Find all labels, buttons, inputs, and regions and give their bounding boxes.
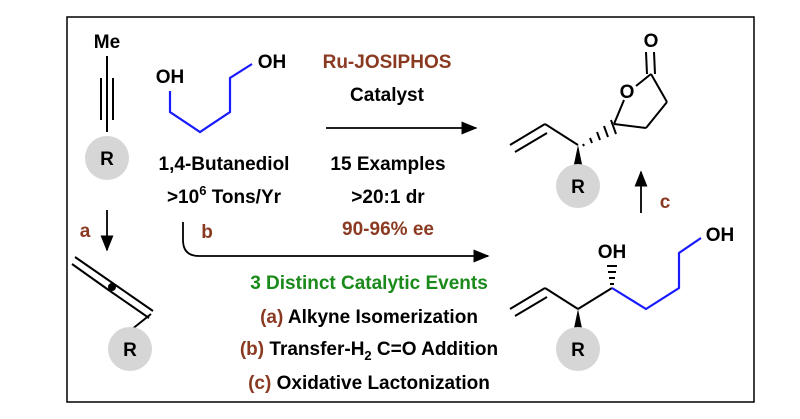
event-c: (c) Oxidative Lactonization <box>248 373 490 394</box>
catalyst-word: Catalyst <box>350 85 425 106</box>
arrow-b <box>182 222 490 263</box>
r-group-circle <box>85 136 129 180</box>
lactone-r-label: R <box>571 177 585 198</box>
event-a: (a) Alkyne Isomerization <box>260 307 478 328</box>
alkyne-r-label: R <box>100 149 114 170</box>
diol-product-oh-primary: OH <box>706 225 735 246</box>
diol-oh-right: OH <box>258 52 287 73</box>
diol-product-r-circle <box>556 327 600 371</box>
lactone-structure: R O O <box>509 31 668 208</box>
event-b: (b) Transfer-H2 C=O Addition <box>240 339 498 363</box>
allene-structure: R <box>71 256 154 371</box>
step-c-label: c <box>660 192 671 213</box>
lactone-r-circle <box>556 164 600 208</box>
alkyne-structure: Me R <box>85 32 129 180</box>
butanediol-structure: OH OH <box>156 52 287 134</box>
lactone-carbonyl-o: O <box>644 31 659 52</box>
catalyst-name: Ru-JOSIPHOS <box>323 52 452 73</box>
diol-name: 1,4-Butanediol <box>159 154 290 175</box>
examples-text: 15 Examples <box>330 154 445 175</box>
diol-product-r-label: R <box>571 340 585 361</box>
allene-r-label: R <box>123 340 137 361</box>
diol-volume: >106 Tons/Yr <box>167 183 282 208</box>
diol-oh-left: OH <box>156 67 185 88</box>
dr-text: >20:1 dr <box>351 187 425 208</box>
allene-center-dot <box>108 283 116 291</box>
events-title: 3 Distinct Catalytic Events <box>250 273 488 294</box>
step-b-label: b <box>201 222 213 243</box>
allene-r-circle <box>108 327 152 371</box>
diol-product-structure: R OH OH <box>509 225 735 371</box>
lactone-ring-o: O <box>620 82 635 103</box>
ee-text: 90-96% ee <box>342 219 434 240</box>
diol-product-oh-secondary: OH <box>598 242 627 263</box>
scheme-frame <box>66 16 755 403</box>
step-a-label: a <box>80 221 91 242</box>
methyl-label: Me <box>94 32 120 53</box>
